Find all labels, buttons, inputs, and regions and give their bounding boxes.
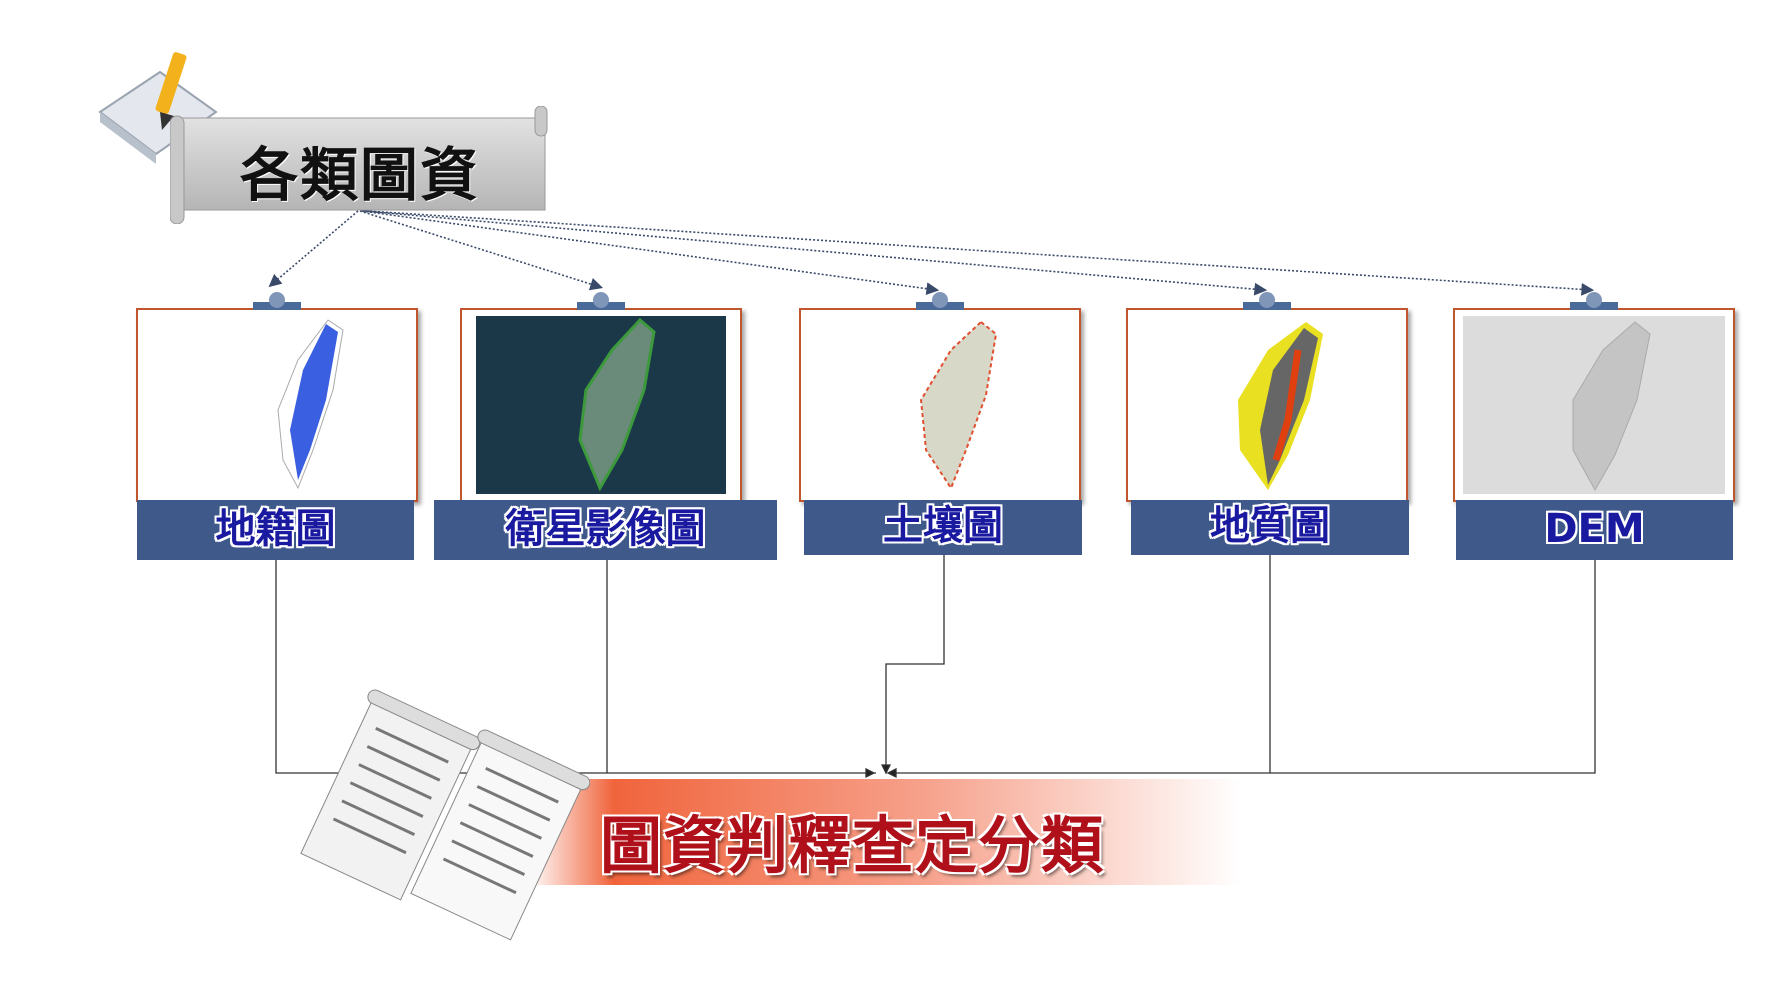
clip-icon	[577, 292, 625, 310]
label-soil-map: 土壤圖	[804, 500, 1082, 555]
label-cadastral-map: 地籍圖	[137, 500, 414, 560]
result-text: 圖資判釋查定分類	[600, 809, 1105, 882]
geology-map-frame	[1126, 292, 1408, 502]
label-geology-map: 地質圖	[1131, 500, 1409, 555]
soil-map-frame	[799, 292, 1081, 502]
satellite-image-map-frame	[460, 292, 742, 502]
merge-lines	[275, 555, 1596, 779]
dotted-arrows	[268, 210, 1595, 296]
title-text: 各類圖資	[240, 141, 481, 209]
cadastral-map	[277, 319, 344, 490]
clip-icon	[916, 292, 964, 310]
dem-map-frame	[1453, 292, 1735, 502]
label-dem: DEM	[1456, 500, 1733, 560]
clip-icon	[253, 292, 301, 310]
cadastral-map-frame	[136, 292, 418, 502]
satellite-image-map	[476, 316, 726, 494]
clip-icon	[1243, 292, 1291, 310]
title-scroll-banner	[170, 106, 548, 224]
dem-map	[1463, 316, 1725, 494]
label-satellite-image-map: 衛星影像圖	[434, 500, 777, 560]
documents-icon	[300, 689, 590, 941]
clip-icon	[1570, 292, 1618, 310]
soil-map	[919, 320, 998, 491]
geology-map	[1238, 322, 1323, 490]
pencil-paper-icon	[98, 52, 218, 164]
result-highlight-bar	[528, 779, 1241, 885]
